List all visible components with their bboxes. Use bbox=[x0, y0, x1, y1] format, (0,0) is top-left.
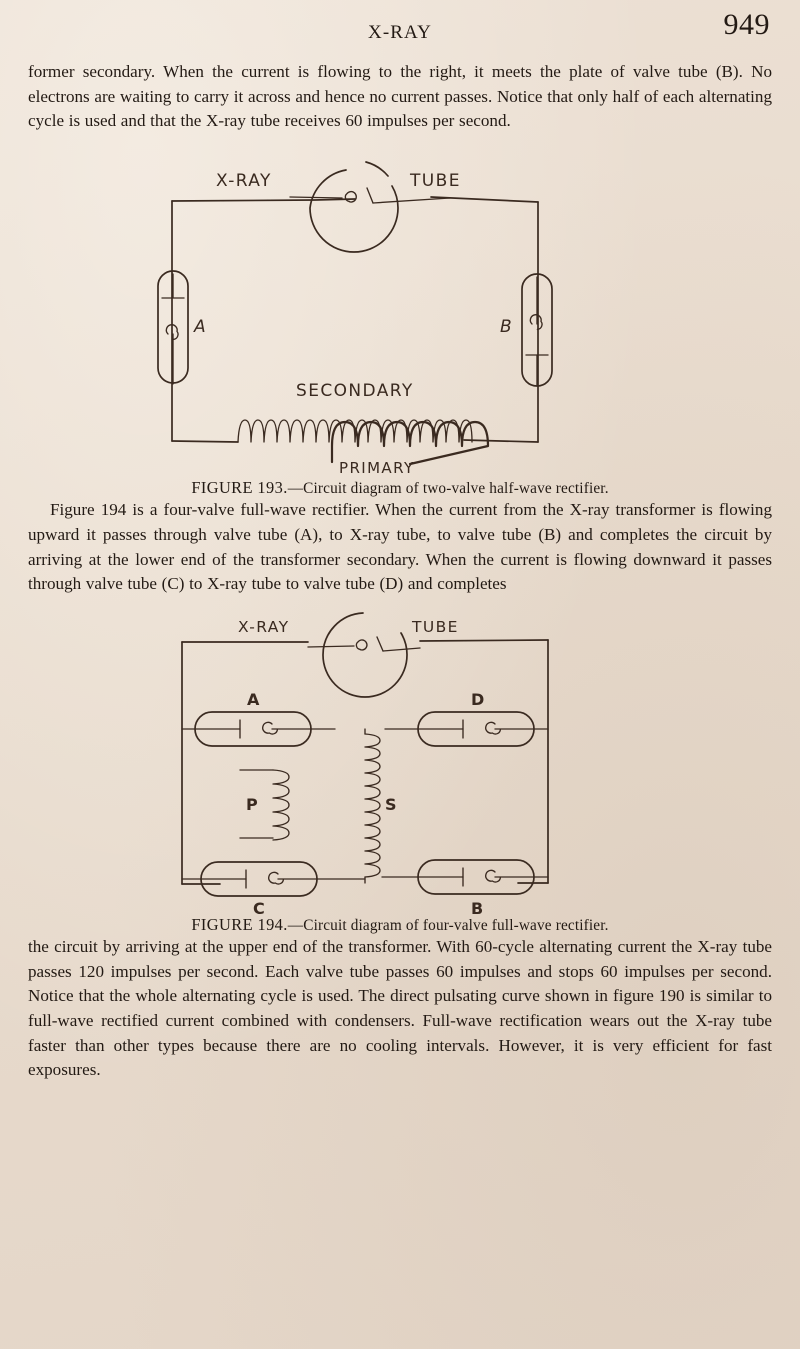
valve-d-filament-194 bbox=[485, 721, 502, 735]
label-primary-193: PRIMARY bbox=[339, 459, 415, 476]
primary-coil-194 bbox=[239, 769, 290, 841]
label-xray-193: X-RAY bbox=[216, 171, 272, 191]
label-primary-194: P bbox=[246, 795, 258, 814]
xray-cathode-lead bbox=[289, 196, 343, 199]
xray-anode-lead bbox=[372, 197, 451, 204]
secondary-coil-194 bbox=[364, 728, 381, 884]
valve-tube-a-envelope-194 bbox=[194, 711, 312, 747]
running-head: X-RAY 949 bbox=[22, 0, 778, 60]
wire-top-left bbox=[171, 198, 356, 202]
xray-filament-spiral bbox=[344, 191, 357, 203]
paragraph-1: former secondary. When the current is fl… bbox=[28, 62, 772, 131]
valve-a-filament bbox=[165, 324, 179, 341]
valve-tube-c-envelope-194 bbox=[200, 861, 318, 897]
xray-anode-target bbox=[366, 187, 374, 204]
label-valve-b-193: B bbox=[500, 317, 512, 337]
valve-c-filament-194 bbox=[268, 871, 285, 885]
primary-coil-193 bbox=[330, 421, 490, 466]
label-valve-b-194: B bbox=[471, 899, 483, 917]
figure-194: X-RAY TUBE A D bbox=[22, 607, 778, 935]
figure-193-caption: FIGURE 193.—Circuit diagram of two-valve… bbox=[22, 478, 778, 498]
figure-194-number: FIGURE 194. bbox=[191, 914, 288, 934]
valve-b-filament bbox=[529, 314, 543, 331]
valve-tube-b-envelope-194 bbox=[417, 859, 535, 895]
label-tube-194: TUBE bbox=[411, 618, 459, 636]
label-valve-a-193: A bbox=[193, 317, 206, 337]
label-xray-194: X-RAY bbox=[238, 618, 289, 636]
paragraph-2: Figure 194 is a four-valve full-wave rec… bbox=[28, 500, 772, 594]
page-number: 949 bbox=[723, 8, 770, 41]
label-valve-d-194: D bbox=[471, 690, 484, 709]
figure-193: X-RAY TUBE A B SECONDARY bbox=[22, 146, 778, 498]
xray-filament-spiral-194 bbox=[355, 639, 368, 651]
label-valve-a-194: A bbox=[247, 690, 260, 709]
xray-tube-envelope-194 bbox=[322, 612, 408, 698]
figure-193-caption-text: —Circuit diagram of two-valve half-wave … bbox=[287, 480, 609, 498]
valve-tube-d-envelope-194 bbox=[417, 711, 535, 747]
figure-193-number: FIGURE 193. bbox=[191, 478, 288, 498]
valve-tube-b-envelope bbox=[521, 273, 553, 387]
valve-b-filament-194 bbox=[485, 869, 502, 883]
paragraph-3: the circuit by arriving at the upper end… bbox=[28, 936, 772, 1080]
valve-a-filament-194 bbox=[262, 721, 279, 735]
label-secondary-194: S bbox=[385, 795, 397, 814]
label-tube-193: TUBE bbox=[409, 171, 461, 191]
xray-anode-target-194 bbox=[376, 636, 384, 652]
figure-193-diagram: X-RAY TUBE A B SECONDARY bbox=[157, 161, 553, 476]
wire-bottom-left bbox=[171, 440, 239, 443]
valve-tube-a-envelope bbox=[157, 270, 189, 384]
figure-194-diagram: X-RAY TUBE A D bbox=[181, 612, 549, 917]
xray-cathode-lead-194 bbox=[307, 645, 355, 648]
figure-194-caption: FIGURE 194.—Circuit diagram of four-valv… bbox=[22, 915, 778, 935]
page-title: X-RAY bbox=[368, 22, 432, 43]
xray-anode-lead-194 bbox=[382, 647, 421, 652]
label-valve-c-194: C bbox=[253, 899, 265, 917]
figure-194-caption-text: —Circuit diagram of four-valve full-wave… bbox=[287, 916, 609, 934]
secondary-coil-193 bbox=[237, 419, 473, 443]
xray-tube-envelope-cap bbox=[365, 161, 389, 177]
wire-top-right-194 bbox=[419, 639, 549, 642]
label-secondary-193: SECONDARY bbox=[296, 381, 414, 401]
xray-tube-envelope bbox=[309, 169, 399, 253]
wire-bottom-right bbox=[463, 439, 539, 443]
